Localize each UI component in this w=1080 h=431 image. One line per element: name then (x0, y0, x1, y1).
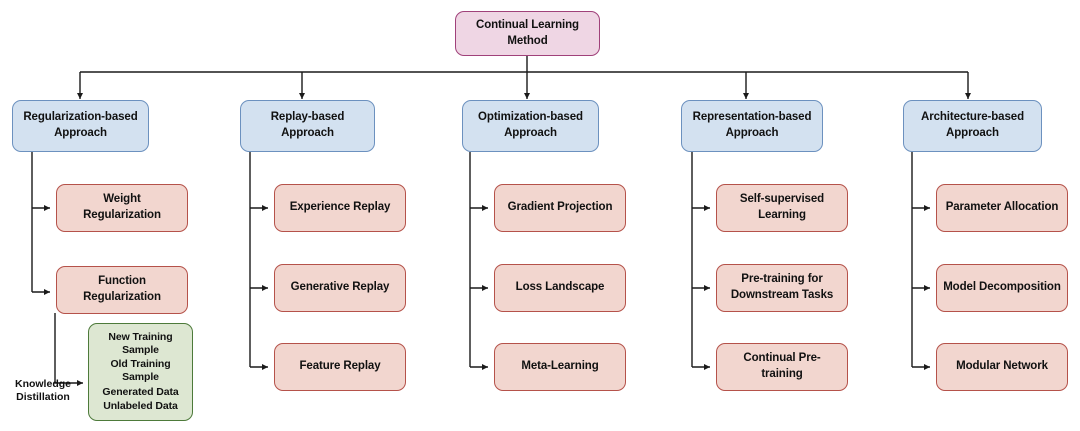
node-leaf-model-decomposition[interactable]: Model Decomposition (936, 264, 1068, 312)
node-leaf-continual-pretraining[interactable]: Continual Pre-training (716, 343, 848, 391)
node-leaf-function-regularization-label: Function Regularization (83, 275, 161, 303)
node-leaf-parameter-allocation[interactable]: Parameter Allocation (936, 184, 1068, 232)
node-leaf-pretraining-downstream-label: Pre-training for Downstream Tasks (730, 273, 834, 301)
node-leaf-modular-network-label: Modular Network (956, 360, 1048, 373)
node-branch-replay[interactable]: Replay-based Approach (240, 100, 375, 152)
node-leaf-modular-network[interactable]: Modular Network (936, 343, 1068, 391)
node-leaf-model-decomposition-label: Model Decomposition (943, 281, 1061, 294)
group-item-new-training-sample: New Training Sample (108, 331, 173, 356)
node-leaf-generative-replay-label: Generative Replay (290, 281, 390, 294)
node-leaf-feature-replay-label: Feature Replay (299, 360, 381, 373)
group-item-generated-data: Generated Data (102, 385, 179, 398)
node-leaf-pretraining-downstream[interactable]: Pre-training for Downstream Tasks (716, 264, 848, 312)
node-branch-architecture-label: Architecture-based Approach (920, 111, 1024, 139)
node-branch-regularization[interactable]: Regularization-based Approach (12, 100, 149, 152)
node-leaf-loss-landscape[interactable]: Loss Landscape (494, 264, 626, 312)
node-leaf-function-regularization[interactable]: Function Regularization (56, 266, 188, 314)
group-item-unlabeled-data: Unlabeled Data (103, 400, 178, 413)
node-leaf-meta-learning[interactable]: Meta-Learning (494, 343, 626, 391)
node-root-label: Continual Learning Method (476, 18, 579, 47)
node-leaf-loss-landscape-label: Loss Landscape (515, 281, 605, 294)
node-root[interactable]: Continual Learning Method (455, 11, 600, 56)
node-leaf-gradient-projection-label: Gradient Projection (507, 201, 613, 214)
node-leaf-experience-replay[interactable]: Experience Replay (274, 184, 406, 232)
group-item-old-training-sample: Old Training Sample (110, 358, 171, 383)
node-leaf-continual-pretraining-label: Continual Pre-training (743, 352, 821, 380)
node-branch-representation[interactable]: Representation-based Approach (681, 100, 823, 152)
node-branch-regularization-label: Regularization-based Approach (23, 111, 138, 139)
node-branch-representation-label: Representation-based Approach (692, 111, 812, 139)
node-leaf-experience-replay-label: Experience Replay (289, 201, 391, 214)
node-leaf-generative-replay[interactable]: Generative Replay (274, 264, 406, 312)
node-leaf-feature-replay[interactable]: Feature Replay (274, 343, 406, 391)
node-leaf-meta-learning-label: Meta-Learning (521, 360, 599, 373)
node-leaf-self-supervised-learning[interactable]: Self-supervised Learning (716, 184, 848, 232)
node-branch-optimization[interactable]: Optimization-based Approach (462, 100, 599, 152)
node-leaf-self-supervised-learning-label: Self-supervised Learning (739, 193, 825, 221)
node-leaf-weight-regularization[interactable]: Weight Regularization (56, 184, 188, 232)
node-branch-optimization-label: Optimization-based Approach (478, 111, 583, 139)
node-group-data-types[interactable]: New Training Sample Old Training Sample … (88, 323, 193, 421)
node-branch-architecture[interactable]: Architecture-based Approach (903, 100, 1042, 152)
node-leaf-weight-regularization-label: Weight Regularization (83, 193, 161, 221)
node-leaf-gradient-projection[interactable]: Gradient Projection (494, 184, 626, 232)
edge-label-knowledge-distillation: Knowledge Distillation (14, 378, 71, 404)
node-branch-replay-label: Replay-based Approach (270, 111, 345, 139)
node-leaf-parameter-allocation-label: Parameter Allocation (945, 201, 1059, 214)
